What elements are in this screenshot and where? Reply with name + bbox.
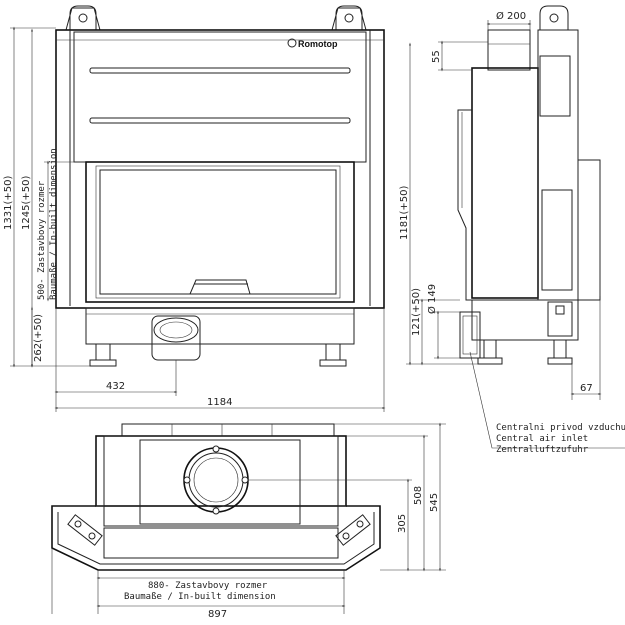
front-base — [85, 307, 355, 345]
air-label-de: Zentralluftzufuhr — [496, 445, 589, 455]
top-corner-handle-right — [335, 514, 371, 546]
lifting-hook-right — [331, 5, 367, 31]
dim-width: 897 — [208, 609, 227, 620]
dim-side-height: 1181(+50) — [399, 186, 410, 240]
door-handle — [189, 279, 251, 295]
front-rail-upper — [89, 67, 351, 74]
dim-depth: 508 — [413, 486, 424, 505]
top-front-frame — [51, 505, 381, 571]
front-view: Romotop 1331(+50) — [3, 5, 386, 412]
dim-inlet-offset: 305 — [397, 514, 408, 533]
front-air-inlet — [151, 315, 201, 361]
side-lifting-hook — [539, 5, 569, 30]
top-inbuilt-label-1: 880- Zastavbovy rozmer — [148, 581, 268, 591]
front-glass — [99, 169, 337, 295]
top-inbuilt-label-2: Baumaße / In-built dimension — [124, 592, 276, 602]
top-flue-opening — [183, 445, 249, 515]
top-main-body — [95, 435, 347, 507]
lifting-hook-left — [65, 5, 101, 31]
front-door-frame — [85, 161, 355, 303]
dim-total-width: 1184 — [207, 397, 232, 408]
side-flue-collar — [487, 29, 531, 71]
dim-inlet-height: 121(+50) — [411, 288, 422, 336]
side-view: Ø 200 55 1181(+50) 121(+50) Ø 149 67 Cen… — [399, 5, 625, 455]
dim-inlet-diameter: Ø 149 — [426, 284, 438, 314]
front-dimensions: 1331(+50) 1245(+50) 500- Zastavbovy rozm… — [3, 26, 386, 412]
front-foot-right — [319, 343, 347, 367]
dim-total-height: 1331(+50) — [3, 176, 14, 230]
dim-flue-diameter: Ø 200 — [496, 10, 526, 22]
romotop-logo: Romotop — [287, 38, 338, 49]
dim-depth-total: 545 — [429, 493, 440, 512]
top-view: 545 508 305 880- Zastavbovy rozmer Bauma… — [51, 422, 446, 620]
top-dimensions: 545 508 305 880- Zastavbovy rozmer Bauma… — [51, 422, 446, 620]
side-air-inlet — [459, 311, 481, 359]
front-outer-frame — [55, 29, 385, 309]
dim-rear-offset: 67 — [580, 383, 593, 394]
dim-frame-height: 1245(+50) — [21, 176, 32, 230]
brand-name: Romotop — [298, 39, 338, 49]
side-body — [471, 67, 539, 299]
front-inbuilt-label-2: Baumaße / In-built dimension — [49, 148, 59, 300]
front-rail-lower — [89, 117, 351, 124]
top-corner-handle-left — [67, 514, 103, 546]
side-door-profile — [457, 109, 472, 301]
dim-flue-height: 55 — [431, 50, 442, 63]
front-inbuilt-label-1: 500- Zastavbovy rozmer — [37, 180, 47, 300]
air-label-cz: Centralni privod vzduchu — [496, 423, 625, 433]
dim-base-height: 262(+50) — [33, 314, 44, 362]
air-inlet-label: Centralni privod vzduchu Central air inl… — [496, 423, 625, 455]
side-dimensions: Ø 200 55 1181(+50) 121(+50) Ø 149 67 — [399, 10, 625, 449]
top-rear-strip — [121, 423, 335, 437]
front-foot-left — [89, 343, 117, 367]
air-label-en: Central air inlet — [496, 434, 588, 444]
dim-left-offset: 432 — [106, 381, 125, 392]
